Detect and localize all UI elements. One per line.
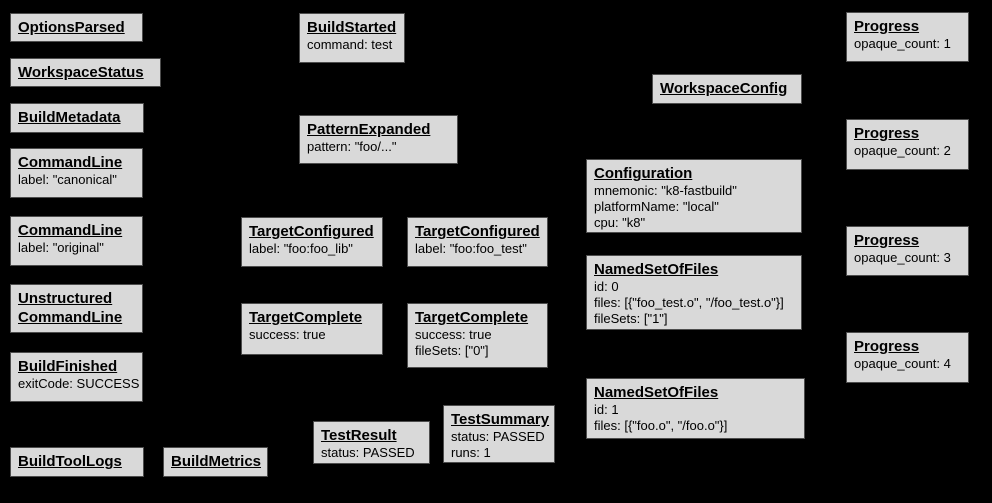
node-configuration: Configuration mnemonic: "k8-fastbuild" p…	[586, 159, 802, 233]
node-workspace-status: WorkspaceStatus	[10, 58, 161, 87]
node-test-result: TestResult status: PASSED	[313, 421, 430, 464]
node-attributes: status: PASSED	[321, 445, 415, 460]
node-attributes: label: "foo:foo_test"	[415, 241, 527, 256]
node-attributes: opaque_count: 4	[854, 356, 951, 371]
node-title: WorkspaceConfig	[660, 80, 788, 97]
node-target-configured-foo-test: TargetConfigured label: "foo:foo_test"	[407, 217, 548, 267]
node-command-line-canonical: CommandLine label: "canonical"	[10, 148, 143, 198]
node-title: OptionsParsed	[18, 19, 125, 36]
node-unstructured-command-line: Unstructured CommandLine	[10, 284, 143, 333]
node-title: WorkspaceStatus	[18, 64, 144, 81]
node-title: TargetConfigured	[249, 223, 374, 240]
node-target-configured-foo-lib: TargetConfigured label: "foo:foo_lib"	[241, 217, 383, 267]
node-title: BuildFinished	[18, 358, 118, 375]
node-progress-3: Progress opaque_count: 3	[846, 226, 969, 276]
node-title: BuildStarted	[307, 19, 397, 36]
node-attributes: id: 1 files: [{"foo.o", "/foo.o"}]	[594, 402, 728, 433]
node-attributes: success: true	[249, 327, 326, 342]
node-command-line-original: CommandLine label: "original"	[10, 216, 143, 266]
node-attributes: label: "foo:foo_lib"	[249, 241, 353, 256]
node-title: NamedSetOfFiles	[594, 261, 719, 278]
node-attributes: pattern: "foo/..."	[307, 139, 397, 154]
node-attributes: opaque_count: 3	[854, 250, 951, 265]
node-title: BuildMetrics	[171, 453, 262, 470]
node-title: TargetComplete	[415, 309, 529, 326]
node-pattern-expanded: PatternExpanded pattern: "foo/..."	[299, 115, 458, 164]
node-title: Configuration	[594, 165, 693, 182]
node-title: BuildToolLogs	[18, 453, 122, 470]
node-workspace-config: WorkspaceConfig	[652, 74, 802, 104]
node-progress-2: Progress opaque_count: 2	[846, 119, 969, 170]
node-title: Unstructured CommandLine	[18, 290, 123, 326]
node-attributes: mnemonic: "k8-fastbuild" platformName: "…	[594, 183, 737, 230]
node-build-started: BuildStarted command: test	[299, 13, 405, 63]
node-title: TargetConfigured	[415, 223, 540, 240]
node-test-summary: TestSummary status: PASSED runs: 1	[443, 405, 555, 463]
node-attributes: id: 0 files: [{"foo_test.o", "/foo_test.…	[594, 279, 784, 326]
node-attributes: status: PASSED runs: 1	[451, 429, 545, 460]
node-attributes: command: test	[307, 37, 393, 52]
node-title: TestSummary	[451, 411, 550, 428]
node-attributes: exitCode: SUCCESS	[18, 376, 140, 391]
node-progress-1: Progress opaque_count: 1	[846, 12, 969, 62]
node-title: Progress	[854, 232, 920, 249]
node-named-set-of-files-0: NamedSetOfFiles id: 0 files: [{"foo_test…	[586, 255, 802, 330]
node-attributes: opaque_count: 2	[854, 143, 951, 158]
node-title: Progress	[854, 125, 920, 142]
node-attributes: label: "original"	[18, 240, 104, 255]
node-build-finished: BuildFinished exitCode: SUCCESS	[10, 352, 143, 402]
node-target-complete-foo-test: TargetComplete success: true fileSets: […	[407, 303, 548, 368]
node-title: Progress	[854, 338, 920, 355]
node-build-metadata: BuildMetadata	[10, 103, 144, 133]
node-title: CommandLine	[18, 154, 123, 171]
node-title: CommandLine	[18, 222, 123, 239]
node-title: PatternExpanded	[307, 121, 431, 138]
node-title: BuildMetadata	[18, 109, 121, 126]
node-options-parsed: OptionsParsed	[10, 13, 143, 42]
node-attributes: opaque_count: 1	[854, 36, 951, 51]
node-target-complete-foo-lib: TargetComplete success: true	[241, 303, 383, 355]
node-title: TestResult	[321, 427, 397, 444]
node-progress-4: Progress opaque_count: 4	[846, 332, 969, 383]
node-title: NamedSetOfFiles	[594, 384, 719, 401]
node-title: Progress	[854, 18, 920, 35]
node-build-tool-logs: BuildToolLogs	[10, 447, 144, 477]
node-title: TargetComplete	[249, 309, 363, 326]
node-named-set-of-files-1: NamedSetOfFiles id: 1 files: [{"foo.o", …	[586, 378, 805, 439]
node-attributes: success: true fileSets: ["0"]	[415, 327, 492, 358]
node-attributes: label: "canonical"	[18, 172, 117, 187]
node-build-metrics: BuildMetrics	[163, 447, 268, 477]
